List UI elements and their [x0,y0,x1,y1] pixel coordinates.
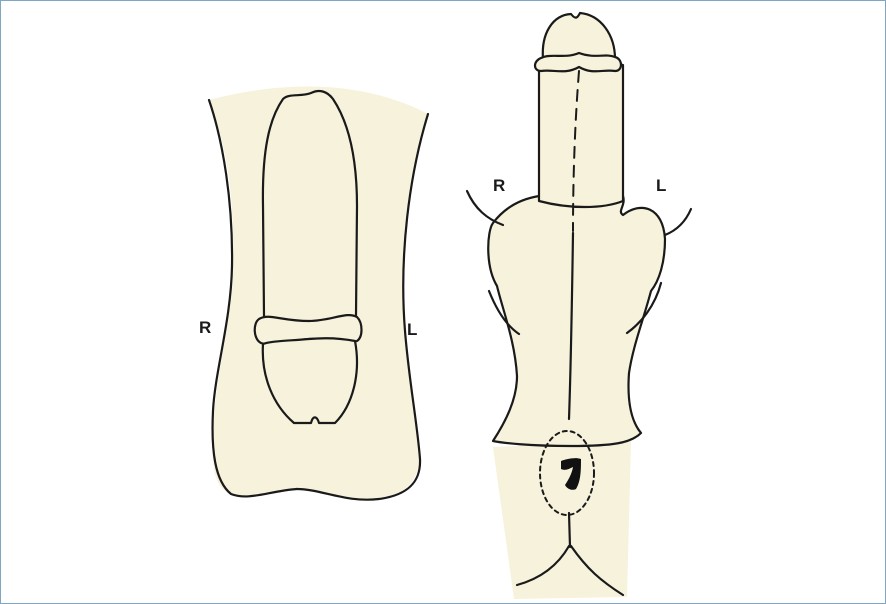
left-figure: R L [199,86,428,499]
left-figure-shaft [263,91,357,316]
right-figure-body [488,196,665,446]
right-figure-lateral-curve-left [665,209,691,235]
right-figure-coronal-ring [535,53,621,71]
right-figure-left-label: L [656,176,666,195]
left-figure-right-label: R [199,318,211,337]
right-figure-lower-center-line [569,513,570,547]
right-figure: R L [467,13,691,599]
right-figure-shaft [539,62,623,207]
right-figure-right-label: R [493,176,505,195]
left-figure-left-label: L [407,320,417,339]
